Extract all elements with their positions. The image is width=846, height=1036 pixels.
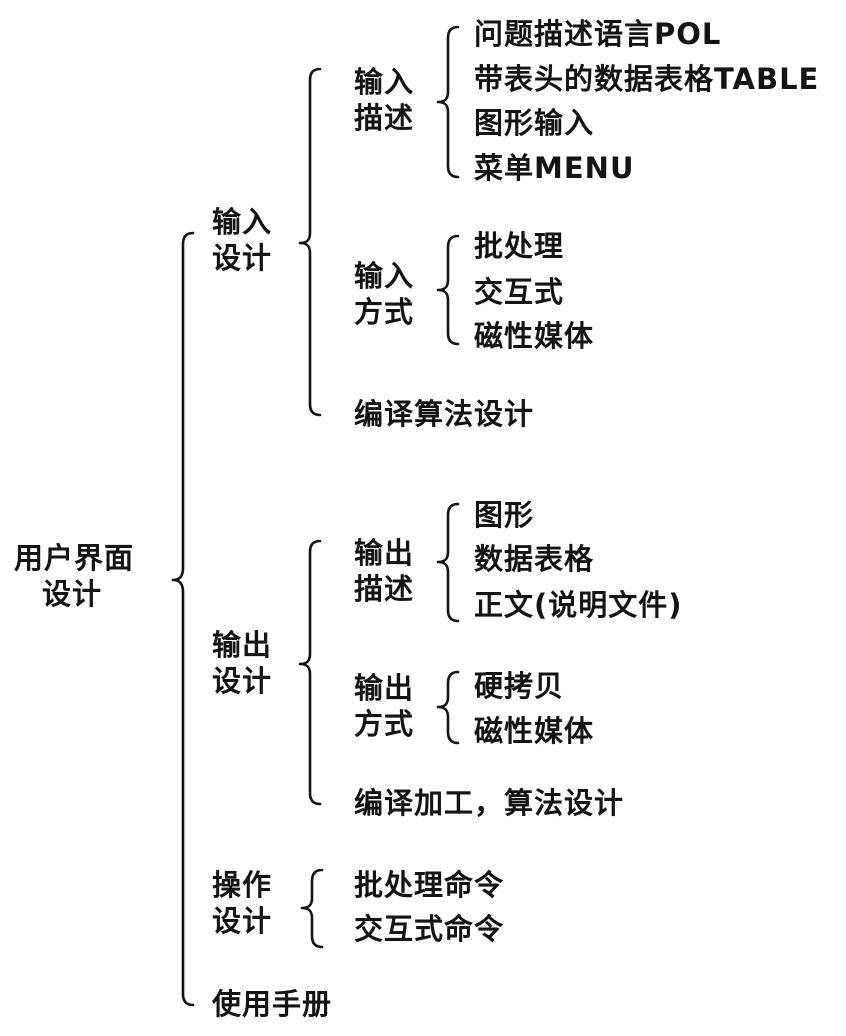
operation-design-line2: 设计 bbox=[212, 904, 273, 938]
input-desc-label: 输入 描述 bbox=[354, 64, 414, 136]
input-method-label: 输入 方式 bbox=[354, 258, 414, 330]
manual-label: 使用手册 bbox=[212, 987, 333, 1021]
output-desc-item: 正文(说明文件) bbox=[474, 588, 683, 622]
output-design-line1: 输出 bbox=[212, 628, 273, 662]
output-method-item: 硬拷贝 bbox=[474, 669, 565, 703]
input-design-line2: 设计 bbox=[212, 241, 273, 275]
input-desc-line1: 输入 bbox=[354, 65, 415, 99]
input-desc-item: 带表头的数据表格TABLE bbox=[474, 62, 820, 96]
output-desc-item: 图形 bbox=[474, 498, 535, 532]
input-design-brace bbox=[298, 67, 322, 417]
input-desc-item: 图形输入 bbox=[474, 106, 595, 140]
input-desc-brace bbox=[436, 25, 460, 179]
operation-item: 批处理命令 bbox=[354, 868, 505, 902]
output-desc-label: 输出 描述 bbox=[354, 535, 414, 607]
input-design-label: 输入 设计 bbox=[212, 204, 272, 276]
output-design-brace bbox=[298, 539, 322, 806]
output-desc-item: 数据表格 bbox=[474, 542, 595, 576]
input-compile-label: 编译算法设计 bbox=[354, 397, 535, 431]
output-compile-label: 编译加工，算法设计 bbox=[354, 786, 625, 820]
input-method-line1: 输入 bbox=[354, 259, 415, 293]
output-method-brace bbox=[436, 670, 460, 745]
input-method-brace bbox=[436, 234, 460, 346]
input-method-item: 磁性媒体 bbox=[474, 319, 595, 353]
input-desc-item: 问题描述语言POL bbox=[474, 17, 722, 51]
input-method-line2: 方式 bbox=[354, 295, 415, 329]
output-method-label: 输出 方式 bbox=[354, 670, 414, 742]
operation-brace bbox=[300, 868, 324, 949]
output-desc-brace bbox=[436, 502, 460, 623]
operation-design-label: 操作 设计 bbox=[212, 867, 272, 939]
operation-design-line1: 操作 bbox=[212, 868, 273, 902]
output-method-line2: 方式 bbox=[354, 707, 415, 741]
root-label: 用户界面 设计 bbox=[14, 540, 134, 612]
output-desc-line1: 输出 bbox=[354, 536, 415, 570]
root-brace bbox=[171, 231, 195, 1007]
input-desc-item: 菜单MENU bbox=[474, 151, 635, 185]
output-method-line1: 输出 bbox=[354, 671, 415, 705]
operation-item: 交互式命令 bbox=[354, 912, 505, 946]
root-label-line1: 用户界面 bbox=[14, 541, 135, 575]
output-method-item: 磁性媒体 bbox=[474, 714, 595, 748]
root-label-line2: 设计 bbox=[42, 577, 103, 611]
input-method-item: 交互式 bbox=[474, 275, 565, 309]
output-design-line2: 设计 bbox=[212, 664, 273, 698]
input-method-item: 批处理 bbox=[474, 229, 565, 263]
input-design-line1: 输入 bbox=[212, 205, 273, 239]
output-desc-line2: 描述 bbox=[354, 572, 415, 606]
input-desc-line2: 描述 bbox=[354, 101, 415, 135]
output-design-label: 输出 设计 bbox=[212, 627, 272, 699]
